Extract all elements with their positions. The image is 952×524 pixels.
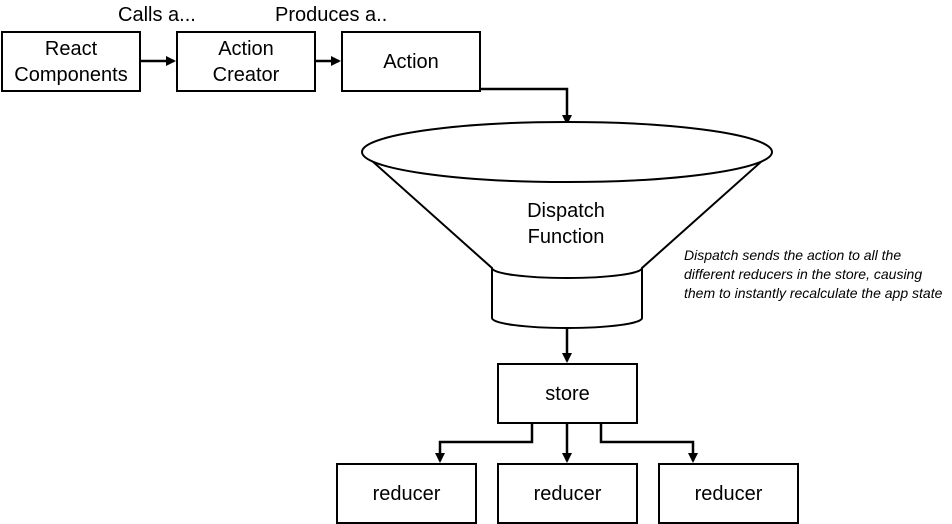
action-node: Action: [341, 31, 481, 92]
action-label: Action: [383, 50, 439, 73]
dispatch-function-text: Dispatch Function: [527, 200, 605, 248]
reducer-label-2: reducer: [533, 482, 602, 505]
edge-store-to-reducer-3: [599, 423, 698, 463]
react-components-label: React Components: [14, 37, 128, 86]
produces-edge-label: Produces a..: [275, 4, 388, 26]
react-components-node: React Components: [1, 31, 141, 92]
reducer-node-1: reducer: [336, 463, 477, 524]
dispatch-funnel-shape: [361, 121, 773, 329]
calls-edge-label: Calls a...: [118, 4, 196, 26]
reducer-label-1: reducer: [372, 482, 441, 505]
store-label: store: [545, 382, 590, 405]
dispatch-function-label: Dispatch Function: [466, 198, 666, 250]
reducer-node-3: reducer: [658, 463, 799, 524]
reducer-node-2: reducer: [497, 463, 638, 524]
reducer-label-3: reducer: [694, 482, 763, 505]
action-creator-node: Action Creator: [176, 31, 316, 92]
dispatch-note: Dispatch sends the action to all the dif…: [684, 247, 943, 301]
action-creator-label: Action Creator: [212, 37, 280, 86]
store-node: store: [497, 363, 638, 424]
edge-store-to-reducer-1: [435, 423, 534, 463]
edge-action-to-dispatch: [480, 87, 572, 125]
